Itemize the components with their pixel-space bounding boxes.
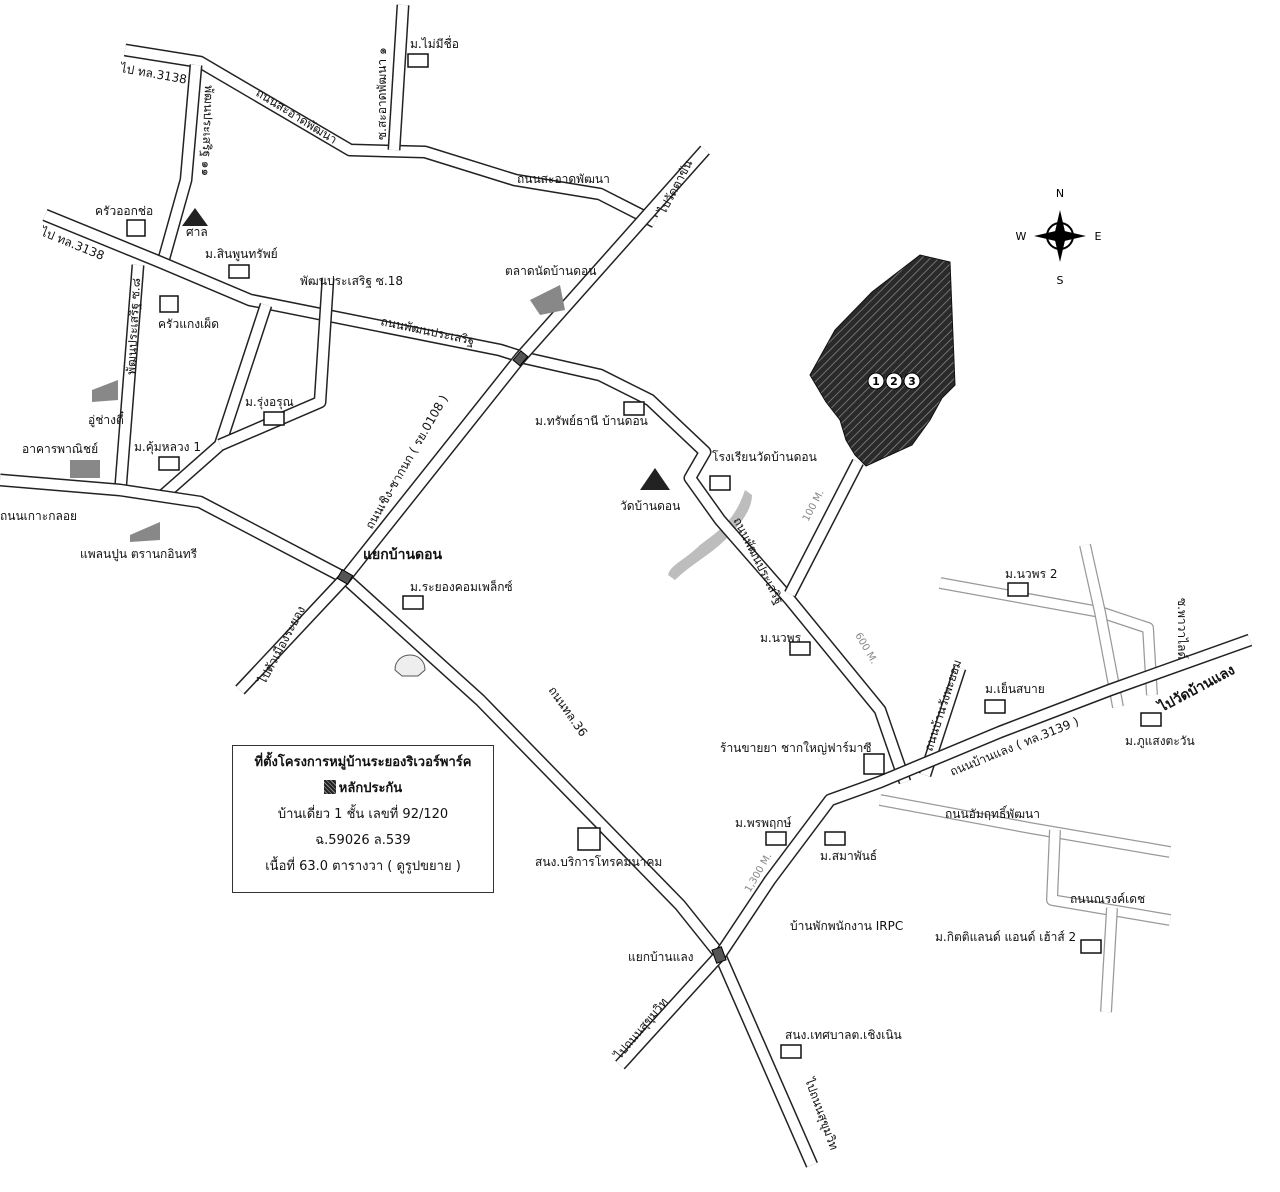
map-label: ถนนสะอาดพัฒนา	[517, 172, 610, 186]
hatch-swatch-icon	[323, 780, 336, 794]
plot-markers: 1 2 3	[867, 372, 921, 390]
map-label: ไปตัวเมืองระยอง	[255, 604, 308, 688]
map-label: วัดบ้านดอน	[620, 499, 680, 513]
map-label: 600 M.	[852, 631, 879, 666]
map-label: ถนนสะอาดพัฒนา	[253, 86, 339, 147]
minor-roads	[878, 543, 1172, 1013]
map-label: ตลาดนัดบ้านดอน	[505, 264, 596, 278]
map-label: สนง.เทศบาลต.เชิงเนิน	[785, 1028, 902, 1042]
map-label: สนง.บริการโทรคมนาคม	[535, 855, 662, 869]
map-label: ม.นวพร	[760, 631, 802, 645]
map-label: ม.ระยองคอมเพล็กซ์	[410, 579, 513, 594]
compass-s: S	[1057, 274, 1064, 287]
building-icons	[126, 53, 1162, 1059]
plot-marker-1: 1	[872, 375, 880, 388]
compass-e: E	[1095, 230, 1102, 243]
map-label: ครัวออกช่อ	[95, 204, 153, 218]
map-label: แยกบ้านดอน	[363, 547, 443, 563]
map-label: พัฒนประเสริฐ ซ.18	[300, 274, 403, 288]
map-label: ถนนเกาะกลอย	[0, 509, 77, 523]
map-label: ถนนทล.36	[546, 684, 591, 740]
map-label: แยกบ้านแลง	[628, 950, 694, 964]
map-label: ม.คุ้มหลวง 1	[134, 440, 201, 455]
map-label: ม.ภูแสงตะวัน	[1125, 734, 1195, 749]
map-label: ซ.พาวาไลด์	[1175, 598, 1189, 659]
map-label: ศาล	[186, 225, 208, 239]
map-label: ถนนพัฒนประเสริฐ	[730, 515, 786, 607]
map-label: อู่ช่างตี๋	[88, 410, 124, 428]
place-labels: ม.ไม่มีชื่อ ครัวออกช่อ ศาล ม.สินพูนทรัพย…	[22, 35, 1195, 1042]
map-label: ม.นวพร 2	[1005, 567, 1057, 581]
map-label: ถนนอัมฤทธิ์พัฒนา	[945, 805, 1040, 821]
map-label: ม.สินพูนทรัพย์	[205, 247, 278, 262]
roads	[0, 4, 1253, 1168]
map-label: ครัวแกงเผ็ด	[158, 316, 219, 331]
map-label: พัฒนประเสริฐ ซ.๘	[124, 278, 143, 376]
legend-line-2: ฉ.59026 ล.539	[315, 833, 411, 848]
canal	[668, 490, 752, 580]
map-label: ม.กิตติแลนด์ แอนด์ เฮ้าส์ 2	[935, 930, 1076, 944]
warehouse-icons	[70, 285, 565, 542]
legend-swatch-label: หลักประกัน	[338, 781, 403, 796]
compass-w: W	[1016, 230, 1027, 243]
legend-title: ที่ตั้งโครงการหมู่บ้านระยองริเวอร์พาร์ค	[254, 755, 472, 770]
plot-marker-2: 2	[890, 375, 898, 388]
temple-icons	[182, 208, 670, 490]
map-label: ม.ทรัพย์ธานี บ้านดอน	[535, 414, 648, 428]
map-label: ม.เย็นสบาย	[985, 681, 1045, 696]
map-label: โรงเรียนวัดบ้านดอน	[712, 450, 817, 464]
plot-marker-3: 3	[908, 375, 916, 388]
map-label: บ้านพักพนักงาน IRPC	[790, 919, 903, 933]
map-label: พัฒนประเสริฐ ๑๑	[199, 85, 216, 176]
map-label: ร้านขายยา ชากใหญ่ฟาร์มาซี	[720, 741, 872, 755]
map-label: ไปถนนสุขุมวิท	[611, 995, 672, 1063]
shell-station-icon	[394, 654, 426, 677]
map-label: ถนนณรงค์เดช	[1070, 892, 1145, 906]
traffic-light-icons	[336, 350, 727, 964]
legend-swatch-row: หลักประกัน	[233, 776, 493, 802]
map-label: ม.ไม่มีชื่อ	[410, 35, 459, 51]
compass-n: N	[1056, 187, 1064, 200]
road-sa-at-pattana	[123, 43, 658, 228]
legend-line-3: เนื้อที่ 63.0 ตารางวา ( ดูรูปขยาย )	[265, 859, 461, 874]
legend-line-1: บ้านเดี่ยว 1 ชั้น เลขที่ 92/120	[277, 807, 449, 822]
map-label: ซ.สะอาดพัฒนา ๑	[375, 47, 389, 140]
map-label: ม.พรพฤกษ์	[735, 816, 792, 830]
map-label: ไปวัดตาขัน	[655, 158, 696, 218]
map-label: แพลนปูน ตรานกอินทรี	[80, 547, 198, 562]
compass-rose-icon: N S E W	[1016, 187, 1102, 287]
map-label: อาคารพาณิชย์	[22, 442, 98, 456]
collateral-plot	[809, 254, 956, 467]
map-label: ม.รุ่งอรุณ	[245, 395, 294, 410]
map-legend: ที่ตั้งโครงการหมู่บ้านระยองริเวอร์พาร์ค …	[232, 745, 494, 893]
map-label: ม.สมาพันธ์	[820, 849, 877, 863]
